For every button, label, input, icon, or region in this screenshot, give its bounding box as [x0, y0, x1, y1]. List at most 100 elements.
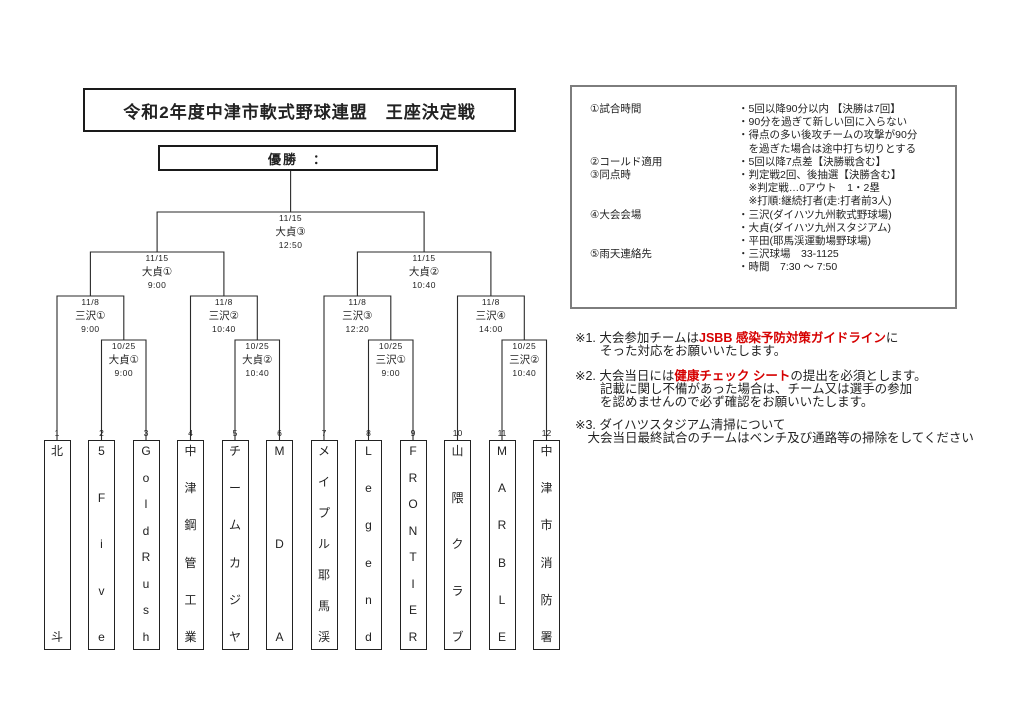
note-line: 記載に関し不備があった場合は、チーム又は選手の参加 [575, 383, 1005, 396]
note-line: そった対応をお願いいたします。 [575, 345, 1005, 358]
team-seed: 10 [452, 428, 463, 438]
team-seed: 7 [321, 428, 327, 438]
team-name-char: 中 [184, 444, 197, 458]
rule-value: ※判定戦…0アウト 1・2塁 [738, 182, 880, 195]
note-text: ※1. 大会参加チームは [575, 331, 699, 345]
match-date: 10/25 [111, 341, 136, 351]
match-date: 10/25 [512, 341, 537, 351]
team-seed: 4 [188, 428, 193, 438]
note-highlight: 健康チェック シート [674, 369, 791, 383]
match-time: 9:00 [381, 368, 401, 378]
team-name-char: 山 [451, 444, 464, 458]
team-name-char: メ [317, 444, 330, 458]
team-name-box: 山隈クラブ [444, 440, 471, 650]
match-date: 10/25 [378, 341, 403, 351]
rule-value: ・三沢(ダイハツ九州軟式野球場) [738, 208, 892, 221]
rule-row: ・90分を過ぎて新しい回に入らない [590, 116, 949, 129]
note-text: 記載に関し不備があった場合は、チーム又は選手の参加 [575, 382, 913, 396]
rule-value: ・三沢球場 33-1125 [738, 248, 839, 261]
match-venue: 三沢② [509, 353, 540, 366]
rule-label: ②コールド適用 [590, 155, 663, 168]
team-name-char: D [275, 537, 284, 551]
team-name-char: 5 [98, 444, 105, 458]
team-name-char: L [365, 444, 372, 458]
match-date: 11/15 [412, 253, 436, 263]
rule-row: ①試合時間・5回以降90分以内 【決勝は7回】 [590, 103, 949, 116]
rules-panel: ①試合時間・5回以降90分以内 【決勝は7回】・90分を過ぎて新しい回に入らない… [570, 85, 957, 309]
team-name-char: B [497, 555, 506, 570]
team-name-char: L [498, 592, 506, 607]
note-line: を認めませんので必ず確認をお願いいたします。 [575, 396, 1005, 409]
rule-row: ④大会会場・三沢(ダイハツ九州軟式野球場) [590, 209, 949, 222]
team-name-char: e [365, 481, 372, 496]
team-name-char: ム [228, 518, 241, 533]
team-name-char: 鋼 [184, 518, 197, 533]
team-name-char: 津 [540, 481, 553, 496]
match-date: 11/15 [145, 253, 169, 263]
match-round1-3: 10/25 三沢① 9:00 [359, 342, 423, 378]
rule-row: ⑤雨天連絡先・三沢球場 33-1125 [590, 248, 949, 261]
team-name-char: ブ [451, 630, 464, 644]
note-2: ※2. 大会当日には健康チェック シートの提出を必須とします。 記載に関し不備が… [575, 370, 1005, 409]
match-venue: 三沢③ [342, 309, 373, 322]
team-name-char: 隈 [451, 490, 464, 505]
rule-label [590, 182, 738, 195]
team-name-char: n [365, 592, 372, 607]
team-name-char: e [365, 555, 372, 570]
note-text: の提出を必須とします。 [790, 369, 927, 383]
team-name-char: R [141, 550, 151, 565]
note-3: ※3. ダイハツスタジアム清掃について 大会当日最終試合のチームはベンチ及び通路… [575, 419, 1005, 445]
rule-value: を過ぎた場合は途中打ち切りとする [738, 142, 917, 155]
rule-label [590, 116, 738, 129]
rule-label: ③同点時 [590, 169, 631, 182]
match-date: 11/8 [348, 297, 367, 307]
team-name-char: 耶 [317, 568, 330, 582]
note-text: ※3. ダイハツスタジアム清掃について [575, 418, 786, 432]
rule-value: ・判定戦2回、後抽選【決勝含む】 [738, 169, 902, 182]
note-line: 大会当日最終試合のチームはベンチ及び通路等の掃除をしてください [575, 432, 1005, 445]
team-name-char: A [497, 481, 506, 496]
team-name-char: g [365, 518, 372, 533]
team-name-char: i [100, 537, 103, 551]
match-time: 10:40 [212, 324, 236, 334]
rule-value: ・5回以降7点差【決勝戦含む】 [738, 155, 887, 168]
team-name-char: プ [317, 506, 330, 520]
match-quarterfinal-4: 11/8 三沢④ 14:00 [459, 298, 523, 334]
match-venue: 大貞① [141, 265, 173, 278]
rule-value: ・90分を過ぎて新しい回に入らない [738, 116, 908, 129]
team-name-char: ラ [451, 583, 464, 598]
champion-label: 優勝 ： [267, 151, 328, 167]
team-name-char: d [142, 523, 150, 538]
team-name-char: 渓 [317, 630, 330, 644]
team-name-char: 馬 [317, 599, 330, 613]
team-name-char: ジ [228, 592, 241, 607]
team-name-box: 中津市消防署 [533, 440, 560, 650]
rule-label [590, 195, 738, 208]
note-text: 大会当日最終試合のチームはベンチ及び通路等の掃除をしてください [575, 431, 974, 445]
team-name-char: A [275, 630, 284, 644]
rules-rows: ①試合時間・5回以降90分以内 【決勝は7回】・90分を過ぎて新しい回に入らない… [590, 103, 949, 275]
team-name-char: ー [228, 481, 241, 496]
team-name-char: 署 [540, 629, 553, 644]
rule-row: を過ぎた場合は途中打ち切りとする [590, 143, 949, 156]
team-name-char: 防 [540, 592, 553, 607]
rule-value: ・5回以降90分以内 【決勝は7回】 [738, 103, 901, 115]
rule-row: ・時間 7:30 ～ 7:50 [590, 261, 949, 274]
rule-row: ②コールド適用 ・5回以降7点差【決勝戦含む】 [590, 156, 949, 169]
match-date: 10/25 [245, 341, 270, 351]
match-quarterfinal-1: 11/8 三沢① 9:00 [58, 298, 122, 334]
note-text: を認めませんので必ず確認をお願いいたします。 [575, 395, 874, 409]
team-name-char: E [497, 629, 506, 644]
note-highlight: JSBB 感染予防対策ガイドライン [699, 331, 886, 345]
team-name-char: ヤ [228, 629, 241, 644]
team-name-char: カ [228, 555, 241, 570]
team-seed: 12 [541, 428, 552, 438]
note-text: そった対応をお願いいたします。 [575, 344, 787, 358]
team-name-char: 管 [184, 555, 197, 570]
team-name-char: o [142, 470, 150, 485]
team-seed: 9 [410, 428, 416, 438]
